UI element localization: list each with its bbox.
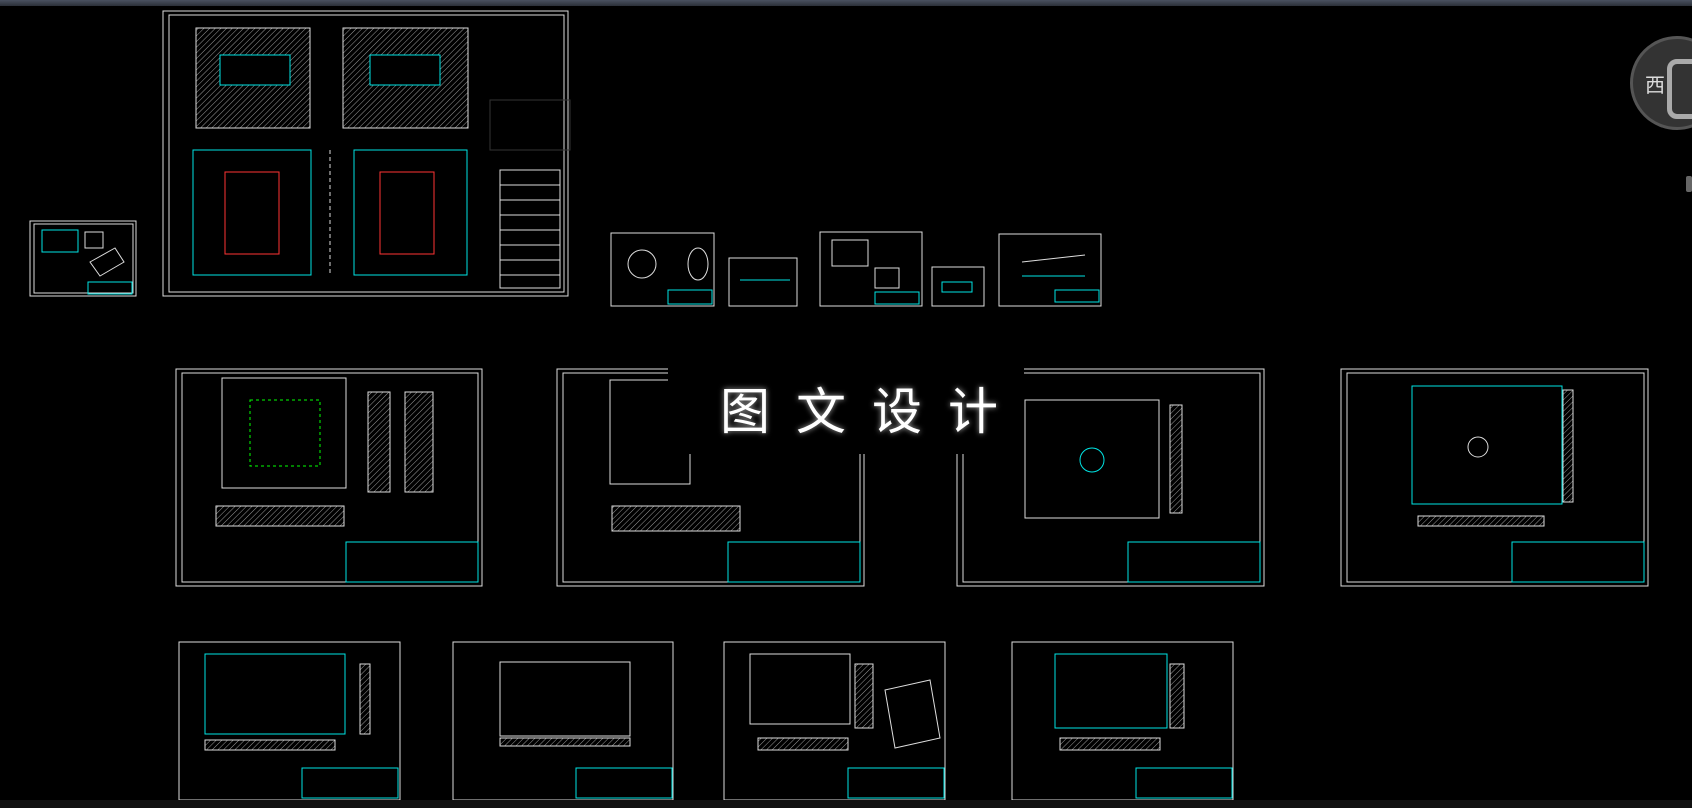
title-bar	[0, 0, 1692, 6]
viewcube-ring	[1667, 59, 1692, 119]
status-bar	[0, 800, 1692, 808]
navbar-handle[interactable]	[1686, 176, 1692, 192]
watermark-box: 图文设计	[668, 364, 1024, 454]
sheet-assembly	[162, 10, 571, 297]
sheet-small-left	[29, 220, 137, 297]
viewcube-direction: 西	[1645, 73, 1665, 97]
sheet-row1	[610, 231, 1102, 307]
sheet-row2	[175, 368, 1649, 587]
watermark-text: 图文设计	[720, 383, 1024, 441]
sheet-row3	[178, 641, 1234, 801]
